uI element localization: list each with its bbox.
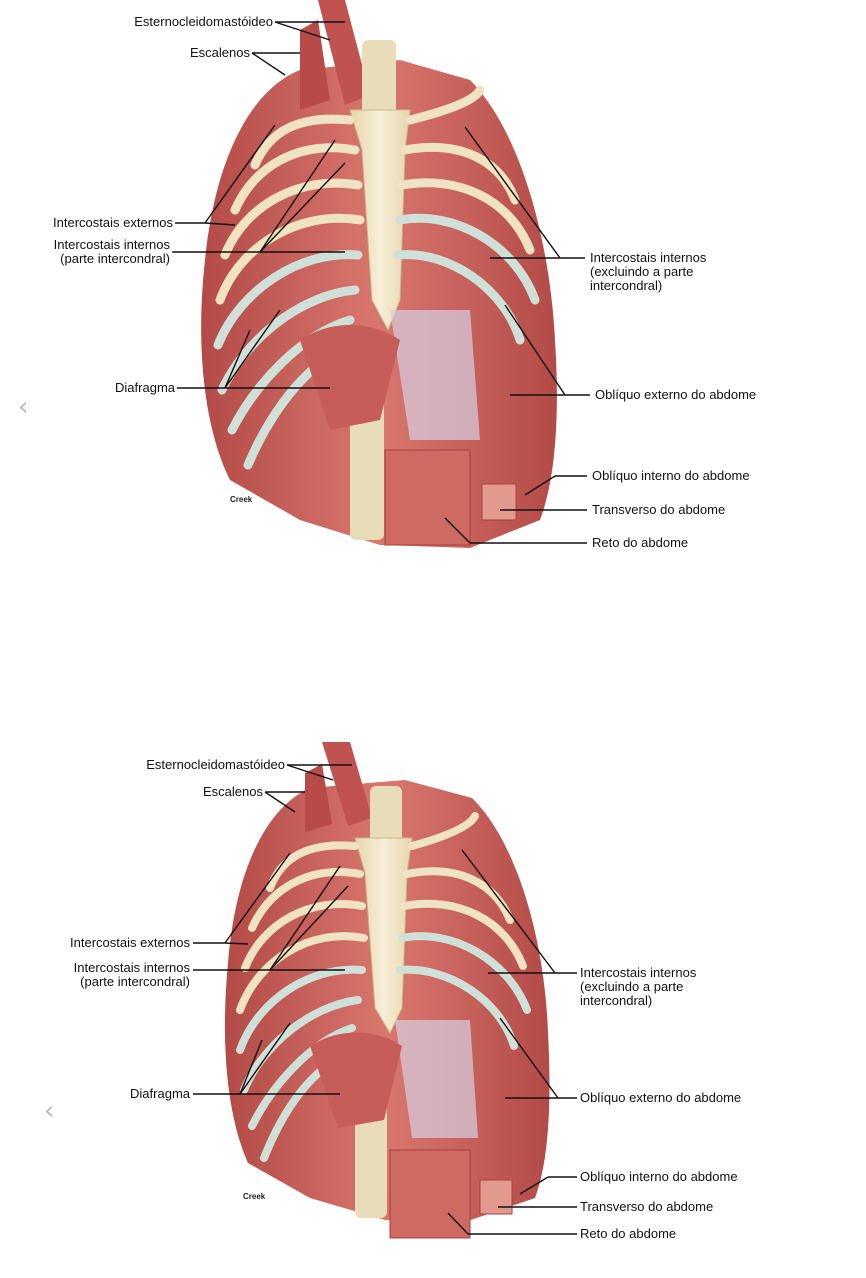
anatomy-diagram-bottom: Esternocleidomastóideo Escalenos Interco… — [0, 728, 866, 1268]
label-transversus: Transverso do abdome — [580, 1199, 714, 1214]
label-transversus: Transverso do abdome — [592, 502, 726, 517]
rib-cage-illustration — [193, 742, 577, 1239]
abdominal-fascia — [390, 310, 480, 440]
leader-lines — [193, 764, 577, 1235]
label-external-oblique: Oblíquo externo do abdome — [595, 387, 757, 402]
label-scalenes: Escalenos — [203, 784, 263, 799]
label-internal-intercostals-excluding: Intercostais internos (excluindo a parte… — [590, 250, 707, 293]
label-scalenes: Escalenos — [190, 45, 250, 60]
label-internal-intercostals-excluding: Intercostais internos (excluindo a parte… — [580, 965, 697, 1008]
label-diaphragm: Diafragma — [115, 380, 175, 395]
label-external-intercostals: Intercostais externos — [70, 935, 190, 950]
label-rectus: Reto do abdome — [592, 535, 689, 550]
anatomy-diagram-top: Esternocleidomastóideo Escalenos Interco… — [0, 0, 866, 600]
rectus-abdominis — [389, 1149, 471, 1239]
label-internal-oblique: Oblíquo interno do abdome — [592, 468, 750, 483]
chevron-left-icon[interactable]: ‹ — [18, 392, 29, 422]
label-sternocleidomastoid: Esternocleidomastóideo — [146, 757, 285, 772]
label-sternocleidomastoid: Esternocleidomastóideo — [134, 14, 273, 29]
label-external-intercostals: Intercostais externos — [53, 215, 173, 230]
transversus-patch — [481, 483, 517, 521]
ribs-left — [236, 841, 368, 1162]
artist-signature: Creek — [243, 1192, 266, 1201]
scalene-muscle — [305, 764, 332, 832]
scalene-muscle — [300, 20, 330, 110]
artist-signature: Creek — [230, 495, 253, 504]
rib-cage-illustration — [172, 0, 590, 548]
diaphragm-muscle — [310, 1032, 402, 1128]
ribs-left — [213, 114, 365, 470]
ribs-right — [396, 812, 531, 1050]
label-external-oblique: Oblíquo externo do abdome — [580, 1090, 742, 1105]
label-rectus: Reto do abdome — [580, 1226, 677, 1241]
chevron-left-icon[interactable]: ‹ — [44, 1096, 55, 1126]
label-internal-intercostals-intercondral: Intercostais internos (parte intercondra… — [73, 960, 190, 989]
leader-lines — [172, 21, 590, 544]
diaphragm-muscle — [300, 325, 400, 430]
sternocleidomastoid-muscle — [318, 0, 370, 105]
label-internal-oblique: Oblíquo interno do abdome — [580, 1169, 738, 1184]
label-diaphragm: Diafragma — [130, 1086, 190, 1101]
label-internal-intercostals-intercondral: Intercostais internos (parte intercondra… — [53, 237, 170, 266]
transversus-patch — [479, 1179, 513, 1215]
abdominal-fascia — [395, 1020, 478, 1138]
sternocleidomastoid-muscle — [322, 742, 372, 826]
